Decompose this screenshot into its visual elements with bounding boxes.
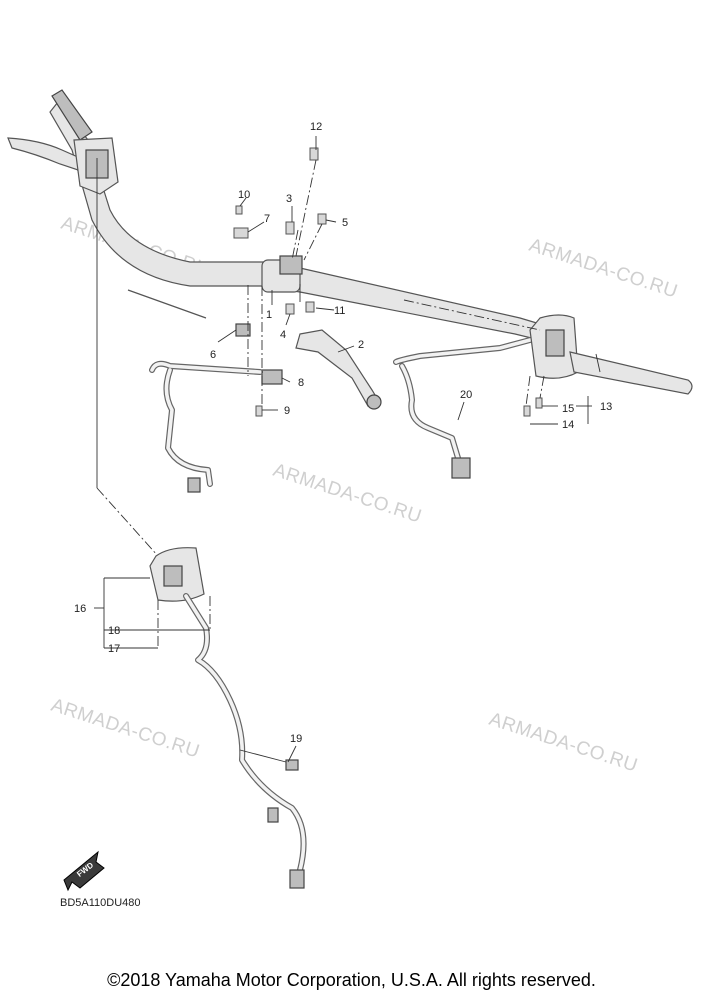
left-lever-assembly xyxy=(7,137,119,195)
right-handlebar-switch xyxy=(529,314,693,395)
part-number-16: 16 xyxy=(74,603,86,615)
bolt xyxy=(305,301,315,313)
lever-holder xyxy=(261,255,303,293)
cable-guide xyxy=(127,289,207,319)
part-number-15: 15 xyxy=(562,403,574,415)
bolt xyxy=(285,221,295,235)
leader-line xyxy=(96,487,159,557)
lever xyxy=(295,329,382,410)
part-number-5: 5 xyxy=(342,217,348,229)
watermark: ARMADA-CO.RU xyxy=(486,709,640,777)
clamp xyxy=(233,227,249,239)
part-number-10: 10 xyxy=(238,189,250,201)
screw xyxy=(255,405,263,417)
screw xyxy=(523,405,531,417)
part-number-6: 6 xyxy=(210,349,216,361)
wire-harness-right xyxy=(393,337,533,479)
watermark: ARMADA-CO.RU xyxy=(270,460,424,528)
part-number-8: 8 xyxy=(298,377,304,389)
watermark: ARMADA-CO.RU xyxy=(48,695,202,763)
part-number-17: 17 xyxy=(108,643,120,655)
drawing-code: BD5A110DU480 xyxy=(60,897,141,909)
left-handlebar-switch xyxy=(149,547,307,889)
fwd-arrow-icon: FWD xyxy=(63,850,105,892)
bolt xyxy=(285,303,295,315)
handlebar xyxy=(49,89,561,346)
part-number-12: 12 xyxy=(310,121,322,133)
bolt xyxy=(317,213,327,225)
part-number-9: 9 xyxy=(284,405,290,417)
watermark: ARMADA-CO.RU xyxy=(526,235,680,303)
part-number-1: 1 xyxy=(266,309,272,321)
part-number-4: 4 xyxy=(280,329,286,341)
part-number-labels: 1 2 3 4 5 6 7 8 9 10 11 12 13 14 15 16 1… xyxy=(74,121,612,745)
part-number-11: 11 xyxy=(334,305,345,317)
part-number-2: 2 xyxy=(358,339,364,351)
wire-harness-left xyxy=(149,360,263,493)
copyright-notice: ©2018 Yamaha Motor Corporation, U.S.A. A… xyxy=(107,970,596,990)
part-number-19: 19 xyxy=(290,733,302,745)
part-number-18: 18 xyxy=(108,625,120,637)
part-number-3: 3 xyxy=(286,193,292,205)
handlebar-exploded-diagram: ARMADA-CO.RU ARMADA-CO.RU ARMADA-CO.RU A… xyxy=(7,89,693,909)
screw xyxy=(535,397,543,409)
leader-lines xyxy=(94,136,592,763)
part-number-20: 20 xyxy=(460,389,472,401)
part-number-13: 13 xyxy=(600,401,612,413)
bolt xyxy=(309,147,319,161)
part-number-7: 7 xyxy=(264,213,270,225)
screw xyxy=(235,205,243,215)
part-number-14: 14 xyxy=(562,419,574,431)
switch-block xyxy=(261,369,283,385)
